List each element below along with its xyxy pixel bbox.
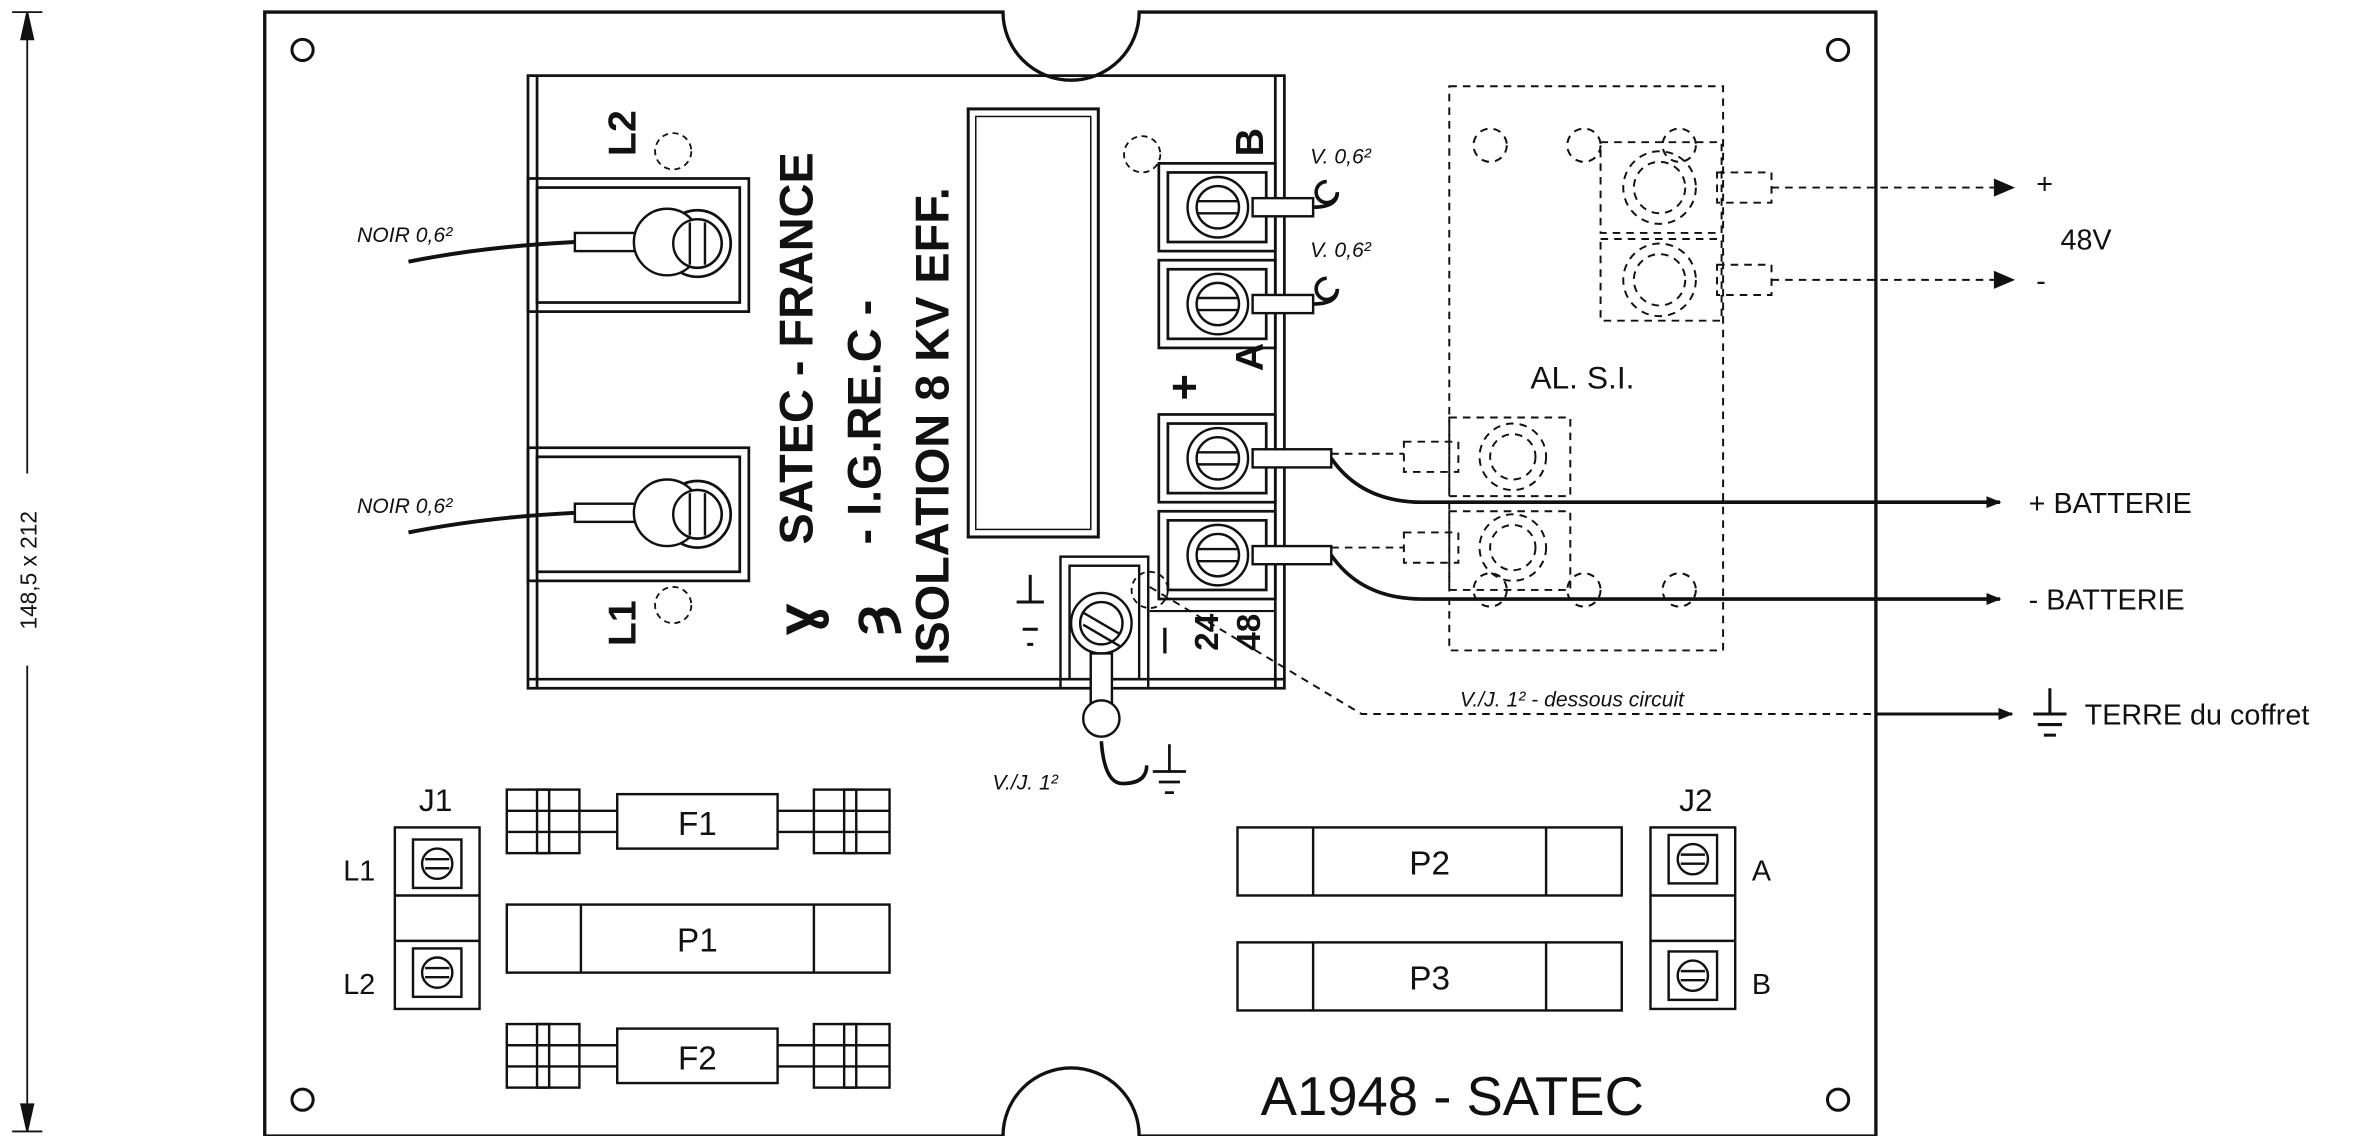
mounting-holes (290, 37, 1851, 1112)
ground-wire-under-circuit (1149, 586, 1997, 715)
fuse-p1 (505, 903, 891, 974)
wire-label-vj-under: V./J. 1² - dessous circuit (1460, 688, 1685, 711)
alsi-outline (1331, 85, 1773, 652)
terminal-label-a: A (1228, 343, 1272, 371)
lug-noir-bottom (408, 478, 723, 548)
terminal-label-24: 24 (1189, 613, 1226, 650)
jumper-label-j1: J1 (419, 782, 453, 818)
fuse-label-f2: F2 (678, 1040, 717, 1077)
fuse-p3 (1236, 941, 1623, 1012)
wire-label-noir-bottom: NOIR 0,6² (357, 495, 453, 518)
mounting-hole (290, 37, 315, 63)
module-window (966, 107, 1100, 539)
terminal-label-plus: + (1159, 374, 1210, 400)
output-arrow-plus (1993, 178, 2016, 197)
jumper-j1-pin-l1: L1 (343, 855, 375, 887)
fuse-label-f1: F1 (678, 806, 717, 843)
mounting-hole (290, 1087, 315, 1112)
fuse-label-p1: P1 (677, 922, 718, 959)
board-title: A1948 - SATEC (1261, 1066, 1644, 1127)
terminal-label-48: 48 (1231, 614, 1268, 651)
fuse-f2 (505, 1022, 891, 1089)
wire-label-v-b: V. 0,6² (1310, 145, 1372, 168)
fuse-label-p2: P2 (1409, 845, 1450, 882)
svg-text:ȝ: ȝ (839, 605, 903, 635)
output-label-bat-plus: + BATTERIE (2029, 488, 2192, 520)
jumper-j1 (393, 826, 481, 1011)
jumper-j2 (1649, 826, 1737, 1011)
lug-noir-top (408, 207, 723, 277)
wire-bat-plus (1329, 457, 2002, 509)
output-arrow-minus (1993, 270, 2016, 289)
module-text-line3: ISOLATION 8 KV EFF. (907, 187, 959, 665)
fuse-label-p3: P3 (1409, 960, 1450, 997)
mounting-hole (1825, 1087, 1851, 1112)
ground-terminal (1059, 555, 1150, 786)
terminal-label-b: B (1228, 128, 1272, 156)
output-label-minus: - (2036, 265, 2046, 297)
pcb-outline (263, 10, 1878, 1136)
module-text-line2: - I.G.RE.C - (838, 300, 890, 545)
output-label-terre: TERRE du coffret (2085, 700, 2310, 732)
wire-label-vj-ground: V./J. 1² (992, 772, 1058, 795)
module-text-line1: SATEC - FRANCE (770, 152, 822, 544)
dimension-label: 148,5 x 212 (15, 511, 41, 630)
mounting-hole (1825, 37, 1851, 63)
lug-terminal-a (1186, 272, 1340, 336)
wire-bat-minus (1329, 554, 2002, 606)
jumper-label-j2: J2 (1679, 782, 1713, 818)
fuse-f1 (505, 788, 891, 855)
wire-label-v-a: V. 0,6² (1310, 239, 1372, 262)
output-label-plus: + (2036, 169, 2053, 201)
ground-symbol-terre (2033, 688, 2067, 737)
dimension-line (12, 11, 43, 1133)
jumper-j2-pin-a: A (1752, 855, 1772, 887)
alsi-label: AL. S.I. (1530, 360, 1634, 396)
output-label-bat-minus: - BATTERIE (2029, 585, 2185, 617)
terminal-label-l1: L1 (600, 600, 644, 646)
wire-label-noir-top: NOIR 0,6² (357, 224, 453, 247)
ground-symbol-wire (1152, 744, 1187, 794)
lug-terminal-b (1186, 175, 1340, 239)
lug-terminal-plus (1186, 426, 1333, 490)
output-label-48v: 48V (2060, 225, 2112, 257)
module-brand-logo: ɣ ȝ (766, 603, 903, 635)
ground-symbol-module (1016, 574, 1044, 646)
fuse-p2 (1236, 826, 1623, 897)
jumper-j2-pin-b: B (1752, 969, 1771, 1001)
svg-text:ɣ: ɣ (766, 603, 830, 635)
terminal-label-l2: L2 (600, 110, 644, 156)
lug-terminal-minus (1186, 523, 1333, 587)
jumper-j1-pin-l2: L2 (343, 969, 375, 1001)
